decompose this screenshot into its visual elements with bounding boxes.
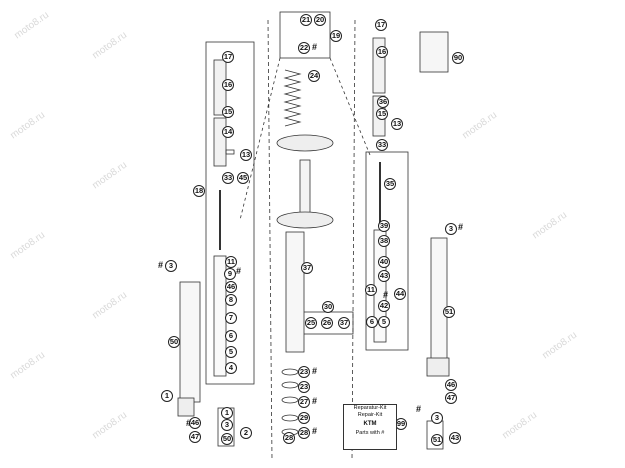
part-callout-left: 33 — [222, 172, 234, 184]
part-callout-center: 28 — [298, 427, 310, 439]
part-callout-right: 3 — [445, 223, 457, 235]
part-callout-right: 11 — [365, 284, 377, 296]
part-callout-center: 25 — [305, 317, 317, 329]
part-callout-center: 24 — [308, 70, 320, 82]
part-callout-left: 1 — [161, 390, 173, 402]
part-callout-left: 11 — [225, 256, 237, 268]
repair-kit-line3: Parts with # — [355, 430, 385, 436]
part-callout-center: 37 — [338, 317, 350, 329]
repair-kit-label: Reparatur-Kit Repair-Kit KTM Parts with … — [343, 404, 397, 450]
part-callout-left: 9 — [224, 268, 236, 280]
hash-mark: # — [312, 426, 318, 436]
part-callout-left: 45 — [237, 172, 249, 184]
part-callout-right: 17 — [375, 19, 387, 31]
right-cartridge-frame — [365, 151, 409, 351]
part-callout-left: 4 — [225, 362, 237, 374]
part-callout-left: 8 — [225, 294, 237, 306]
part-callout-right: 39 — [378, 220, 390, 232]
hash-mark: # — [312, 366, 318, 376]
part-callout-left: 3 — [221, 419, 233, 431]
part-callout-right: 35 — [384, 178, 396, 190]
part-callout-left: 46 — [225, 281, 237, 293]
part-callout-left: 15 — [222, 106, 234, 118]
part-callout-center: 20 — [314, 14, 326, 26]
part-callout-center: 30 — [322, 301, 334, 313]
part-callout-center: 22 — [298, 42, 310, 54]
part-callout-center: 19 — [330, 30, 342, 42]
repair-kit-line2: Repair-Kit — [357, 412, 383, 418]
part-callout-right: 51 — [431, 434, 443, 446]
part-callout-right: 6 — [366, 316, 378, 328]
part-callout-left: 50 — [168, 336, 180, 348]
part-callout-right: 42 — [378, 300, 390, 312]
part-callout-center: 29 — [298, 412, 310, 424]
part-callout-right: 5 — [378, 316, 390, 328]
part-callout-left: 14 — [222, 126, 234, 138]
hash-mark: # — [383, 290, 389, 300]
part-callout-right: 40 — [378, 256, 390, 268]
repair-kit-line1: Reparatur-Kit — [353, 405, 387, 411]
part-callout-left: 7 — [225, 312, 237, 324]
part-callout-left: 5 — [225, 346, 237, 358]
part-callout-right: 38 — [378, 235, 390, 247]
part-callout-right: 47 — [445, 392, 457, 404]
hash-mark: # — [186, 418, 192, 428]
left-cartridge-frame — [205, 41, 255, 385]
part-callout-left: 17 — [222, 51, 234, 63]
hash-mark: # — [312, 396, 318, 406]
part-callout-center: 23 — [298, 381, 310, 393]
part-callout-right: 36 — [377, 96, 389, 108]
part-callout-right: 16 — [376, 46, 388, 58]
part-callout-left: 6 — [225, 330, 237, 342]
part-callout-center: 26 — [321, 317, 333, 329]
part-callout-right: 3 — [431, 412, 443, 424]
part-callout-left: 3 — [165, 260, 177, 272]
part-callout-center: 27 — [298, 396, 310, 408]
part-callout-right: 13 — [391, 118, 403, 130]
part-callout-center: 21 — [300, 14, 312, 26]
hash-mark: # — [158, 260, 164, 270]
part-callout-center: 28 — [283, 432, 295, 444]
hash-mark: # — [236, 266, 242, 276]
part-callout-right: 43 — [378, 270, 390, 282]
ktm-logo: KTM — [363, 421, 377, 427]
part-callout-left: 18 — [193, 185, 205, 197]
part-callout-right: 51 — [443, 306, 455, 318]
part-callout-right: 90 — [452, 52, 464, 64]
hash-mark: # — [458, 222, 464, 232]
part-callout-right: 46 — [445, 379, 457, 391]
part-callout-right: 43 — [449, 432, 461, 444]
part-callout-center: 23 — [298, 366, 310, 378]
part-callout-left: 16 — [222, 79, 234, 91]
part-callout-right: 33 — [376, 139, 388, 151]
part-callout-right: 15 — [376, 108, 388, 120]
part-callout-left: 2 — [240, 427, 252, 439]
part-callout-left: 1 — [221, 407, 233, 419]
part-callout-center: 37 — [301, 262, 313, 274]
part-callout-left: 13 — [240, 149, 252, 161]
part-callout-left: 47 — [189, 431, 201, 443]
part-callout-left: 50 — [221, 433, 233, 445]
part-callout-right: 44 — [394, 288, 406, 300]
hash-mark: # — [416, 404, 422, 414]
hash-mark: # — [312, 42, 318, 52]
part-callout-left: 46 — [189, 417, 201, 429]
